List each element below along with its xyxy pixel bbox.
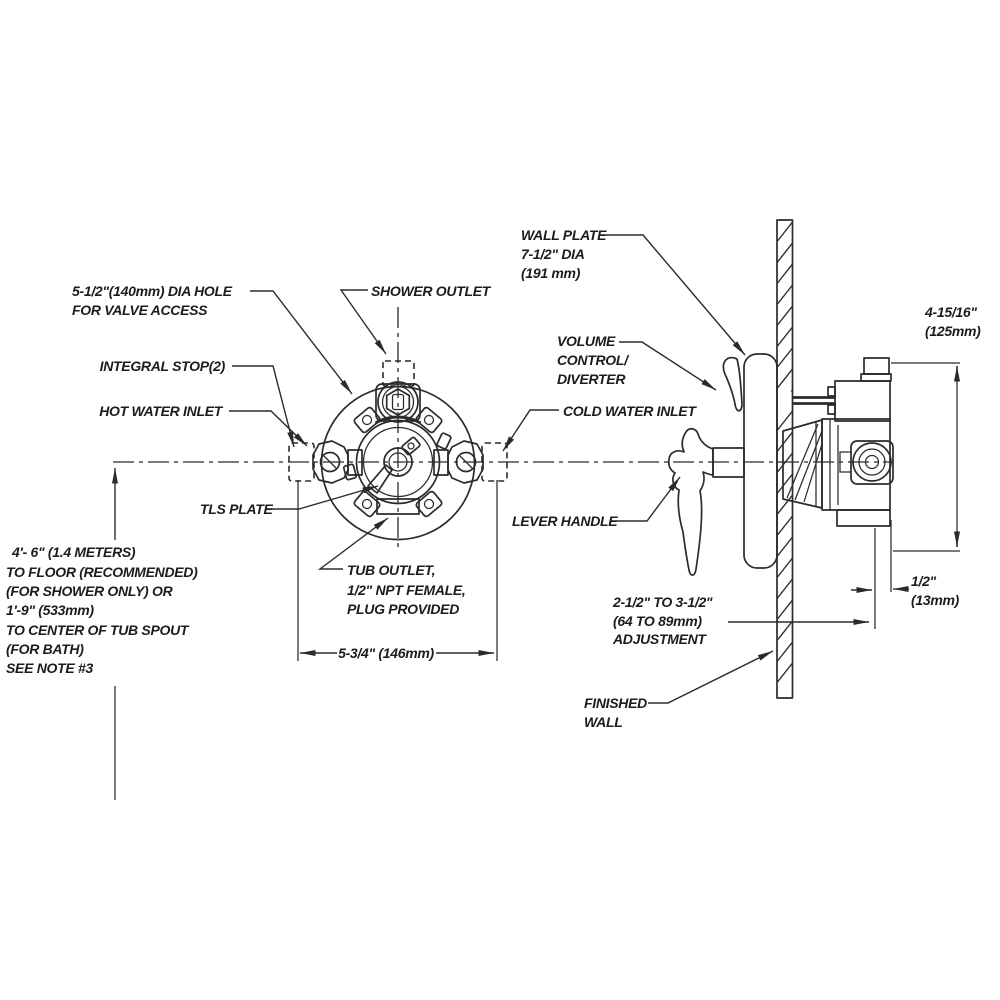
mounting-ring-inner xyxy=(362,426,434,498)
label-shower-outlet: SHOWER OUTLET xyxy=(371,283,492,299)
leader-cold-water xyxy=(502,409,559,452)
leader-shower-outlet xyxy=(339,289,387,355)
label-wall-plate-3: (191 mm) xyxy=(521,265,581,281)
leader-finished-wall xyxy=(648,650,774,704)
label-integral-stop: INTEGRAL STOP(2) xyxy=(100,358,226,374)
dimension-lines xyxy=(112,362,960,800)
wall-plate-side xyxy=(743,353,778,569)
label-dia-hole-1: 5-1/2"(140mm) DIA HOLE xyxy=(72,283,233,299)
leader-tub-outlet xyxy=(317,517,389,570)
dim-valve-width: 5-3/4" (146mm) xyxy=(338,645,434,661)
label-cold-water-inlet: COLD WATER INLET xyxy=(563,403,697,419)
volume-control-knob xyxy=(722,356,743,412)
floor-note-line5: TO CENTER OF TUB SPOUT xyxy=(6,622,190,638)
valve-stem xyxy=(367,447,413,494)
floor-note-line3: (FOR SHOWER ONLY) OR xyxy=(6,583,174,599)
text-labels: 5-1/2"(140mm) DIA HOLE FOR VALVE ACCESS … xyxy=(6,227,981,730)
supply-fitting xyxy=(839,440,894,485)
label-lever-handle: LEVER HANDLE xyxy=(512,513,618,529)
dim-adjustment-3: ADJUSTMENT xyxy=(612,631,707,647)
leader-lever-handle xyxy=(611,476,681,522)
leader-volume-control xyxy=(619,341,717,391)
rail-gap xyxy=(776,391,794,409)
leader-hot-water xyxy=(229,410,308,447)
leader-dia-hole xyxy=(250,290,353,395)
shower-outlet-port-side xyxy=(863,357,890,375)
label-volume-2: CONTROL/ xyxy=(557,352,630,368)
wall-hatching xyxy=(776,221,794,683)
front-view-valve xyxy=(288,360,508,541)
label-dia-hole-2: FOR VALVE ACCESS xyxy=(72,302,208,318)
label-tub-outlet-2: 1/2" NPT FEMALE, xyxy=(347,582,466,598)
dim-plate-clearance-2: (13mm) xyxy=(911,592,960,608)
label-volume-3: DIVERTER xyxy=(557,371,626,387)
floor-note-line2: TO FLOOR (RECOMMENDED) xyxy=(6,564,198,580)
label-tub-outlet-1: TUB OUTLET, xyxy=(347,562,435,578)
hot-water-inlet-fitting xyxy=(288,440,363,484)
label-wall-plate-2: 7-1/2" DIA xyxy=(521,246,585,262)
dim-plate-clearance-1: 1/2" xyxy=(911,573,937,589)
label-volume-1: VOLUME xyxy=(557,333,616,349)
stem-lever xyxy=(367,464,393,494)
floor-note-line1: 4'- 6" (1.4 METERS) xyxy=(11,544,136,560)
label-finished-wall-2: WALL xyxy=(584,714,622,730)
floor-note-line7: SEE NOTE #3 xyxy=(6,660,93,676)
dim-depth-1: 4-15/16" xyxy=(924,304,977,320)
leader-integral-stop xyxy=(232,365,295,448)
centerlines xyxy=(113,307,893,550)
label-finished-wall-1: FINISHED xyxy=(584,695,647,711)
lever-handle-side xyxy=(667,428,745,576)
label-tls-plate: TLS PLATE xyxy=(200,501,273,517)
side-view xyxy=(667,219,894,699)
valve-body-side xyxy=(782,357,894,527)
tub-outlet-port xyxy=(376,498,420,515)
leader-lines xyxy=(229,234,869,704)
dim-adjustment-1: 2-1/2" TO 3-1/2" xyxy=(612,594,713,610)
shower-outlet-plug-dashed xyxy=(382,360,415,387)
cold-water-inlet-fitting xyxy=(433,440,508,484)
leader-tls-plate xyxy=(267,485,379,510)
label-hot-water-inlet: HOT WATER INLET xyxy=(99,403,224,419)
dim-depth-2: (125mm) xyxy=(925,323,981,339)
label-tub-outlet-3: PLUG PROVIDED xyxy=(347,601,459,617)
finished-wall-section xyxy=(776,219,794,699)
floor-note-line4: 1'-9" (533mm) xyxy=(6,602,94,618)
floor-note-line6: (FOR BATH) xyxy=(6,641,84,657)
leader-wall-plate xyxy=(601,234,746,356)
dim-adjustment-2: (64 TO 89mm) xyxy=(613,613,702,629)
mounting-tabs xyxy=(342,406,452,518)
body-base xyxy=(836,509,891,527)
cone-spring xyxy=(782,419,823,509)
label-wall-plate-1: WALL PLATE xyxy=(521,227,607,243)
